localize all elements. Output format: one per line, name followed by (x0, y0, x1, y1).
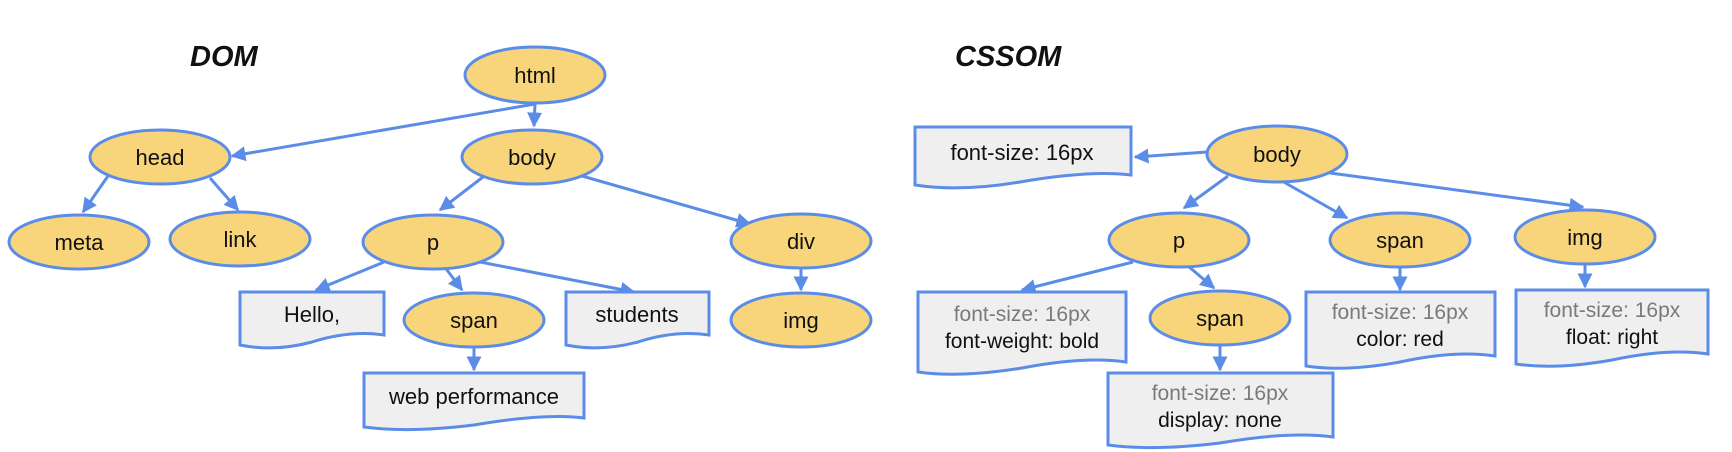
dom-text-webperf-label: web performance (388, 384, 559, 409)
cssom-rule-img-own: float: right (1566, 326, 1658, 349)
cssom-rule-span: font-size: 16px color: red (1304, 290, 1497, 370)
cssom-rule-p: font-size: 16px font-weight: bold (916, 290, 1128, 376)
cssom-node-span: span (1328, 211, 1472, 269)
edge-p-hello (314, 260, 385, 292)
edge-p-students (479, 260, 636, 297)
cssom-rule-body: font-size: 16px (913, 125, 1133, 190)
edge-html-head (230, 102, 536, 162)
dom-node-link: link (168, 210, 312, 268)
cssom-node-img-label: img (1567, 225, 1602, 250)
cssom-rule-p-inherited: font-size: 16px (954, 303, 1091, 326)
dom-node-body-label: body (508, 145, 556, 170)
cssom-node-p-span: span (1148, 289, 1292, 347)
edge-body-p (1182, 174, 1229, 210)
edge-body-div (581, 174, 752, 228)
dom-title: DOM (190, 41, 259, 73)
dom-node-p: p (361, 213, 505, 271)
dom-node-div: div (729, 212, 873, 270)
cssom-edges (1020, 148, 1593, 372)
edge-body-img (1329, 171, 1585, 213)
cssom-node-span-label: span (1376, 228, 1424, 253)
dom-node-span-label: span (450, 308, 498, 333)
dom-text-students-label: students (595, 302, 678, 327)
dom-node-meta-label: meta (55, 230, 105, 255)
dom-node-div-label: div (787, 229, 815, 254)
edge-head-meta (81, 175, 110, 214)
edge-body-p (438, 175, 484, 212)
cssom-node-p-span-label: span (1196, 306, 1244, 331)
dom-node-span: span (402, 291, 546, 349)
cssom-title: CSSOM (955, 41, 1062, 73)
dom-node-meta: meta (7, 213, 151, 271)
dom-node-head-label: head (136, 145, 185, 170)
edge-p-span (1187, 264, 1216, 290)
cssom-rule-body-label: font-size: 16px (950, 140, 1093, 165)
cssom-node-p-label: p (1173, 228, 1185, 253)
cssom-rule-p-span-own: display: none (1158, 409, 1282, 432)
dom-node-img: img (729, 291, 873, 349)
dom-node-html: html (463, 45, 607, 105)
cssom-node-body-label: body (1253, 142, 1301, 167)
edge-p-prule (1020, 260, 1134, 294)
edge-html-body (527, 103, 543, 128)
dom-text-hello: Hello, (238, 290, 386, 350)
dom-text-webperf: web performance (362, 371, 586, 432)
cssom-node-img: img (1513, 208, 1657, 266)
dom-node-p-label: p (427, 230, 439, 255)
edge-body-span (1281, 179, 1349, 220)
dom-node-html-label: html (514, 63, 556, 88)
cssom-rule-img: font-size: 16px float: right (1514, 288, 1710, 368)
dom-text-hello-label: Hello, (284, 302, 340, 327)
cssom-rule-span-inherited: font-size: 16px (1332, 301, 1469, 324)
dom-text-students: students (564, 290, 711, 350)
dom-node-body: body (460, 128, 604, 186)
cssom-rule-span-own: color: red (1356, 328, 1444, 351)
cssom-node-p: p (1107, 211, 1251, 269)
edge-body-bodyrule (1133, 148, 1208, 164)
edge-head-link (208, 177, 240, 212)
cssom-node-body: body (1205, 124, 1349, 184)
dom-node-img-label: img (783, 308, 818, 333)
cssom-rule-p-own: font-weight: bold (945, 330, 1099, 353)
dom-node-head: head (88, 128, 232, 186)
cssom-rule-p-span: font-size: 16px display: none (1106, 371, 1335, 450)
cssom-rule-p-span-inherited: font-size: 16px (1152, 382, 1289, 405)
dom-edges (81, 102, 809, 372)
cssom-rule-img-inherited: font-size: 16px (1544, 299, 1681, 322)
dom-node-link-label: link (223, 227, 257, 252)
